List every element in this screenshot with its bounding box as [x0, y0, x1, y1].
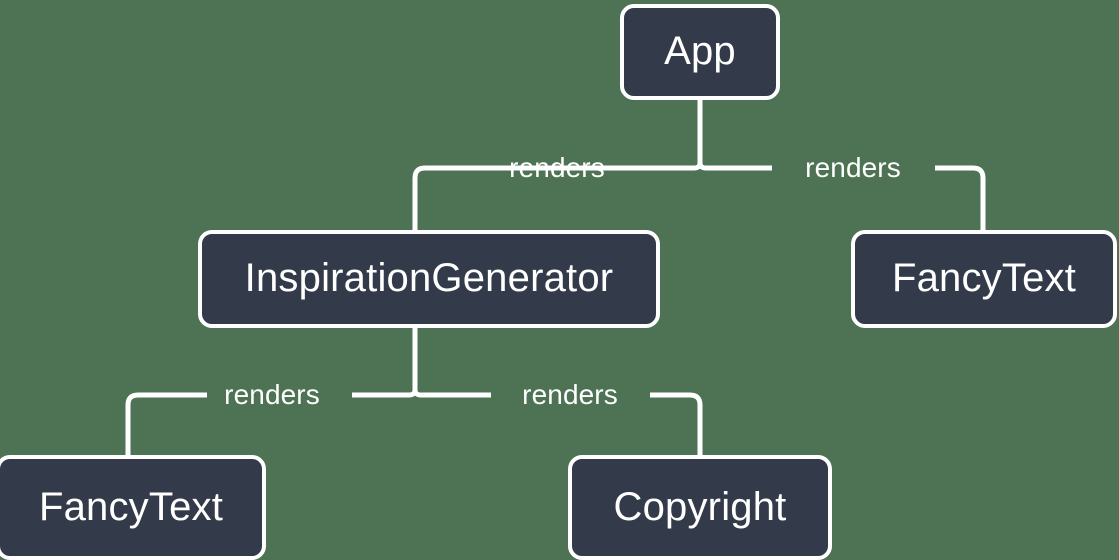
edge-label-app-renders-inspirationgenerator: renders: [509, 152, 605, 183]
node-inspiration-generator-label: InspirationGenerator: [244, 256, 614, 300]
node-fancy-text-right[interactable]: FancyText: [851, 230, 1117, 328]
node-inspiration-generator[interactable]: InspirationGenerator: [198, 230, 660, 328]
node-copyright[interactable]: Copyright: [568, 455, 832, 560]
edge-inspirationgenerator-to-copyright: [412, 389, 703, 455]
node-fancy-text-right-label: FancyText: [891, 256, 1077, 300]
node-app[interactable]: App: [620, 4, 780, 100]
node-fancy-text-bottom-label: FancyText: [38, 484, 224, 529]
node-app-label: App: [664, 29, 736, 73]
node-copyright-label: Copyright: [613, 484, 787, 529]
node-fancy-text-bottom[interactable]: FancyText: [0, 455, 266, 560]
edge-label-inspirationgenerator-renders-fancytext: renders: [224, 379, 320, 410]
edge-label-inspirationgenerator-renders-copyright: renders: [522, 379, 618, 410]
edge-app-to-fancytext-right: [697, 162, 986, 230]
edge-label-app-renders-fancytext: renders: [805, 152, 901, 183]
